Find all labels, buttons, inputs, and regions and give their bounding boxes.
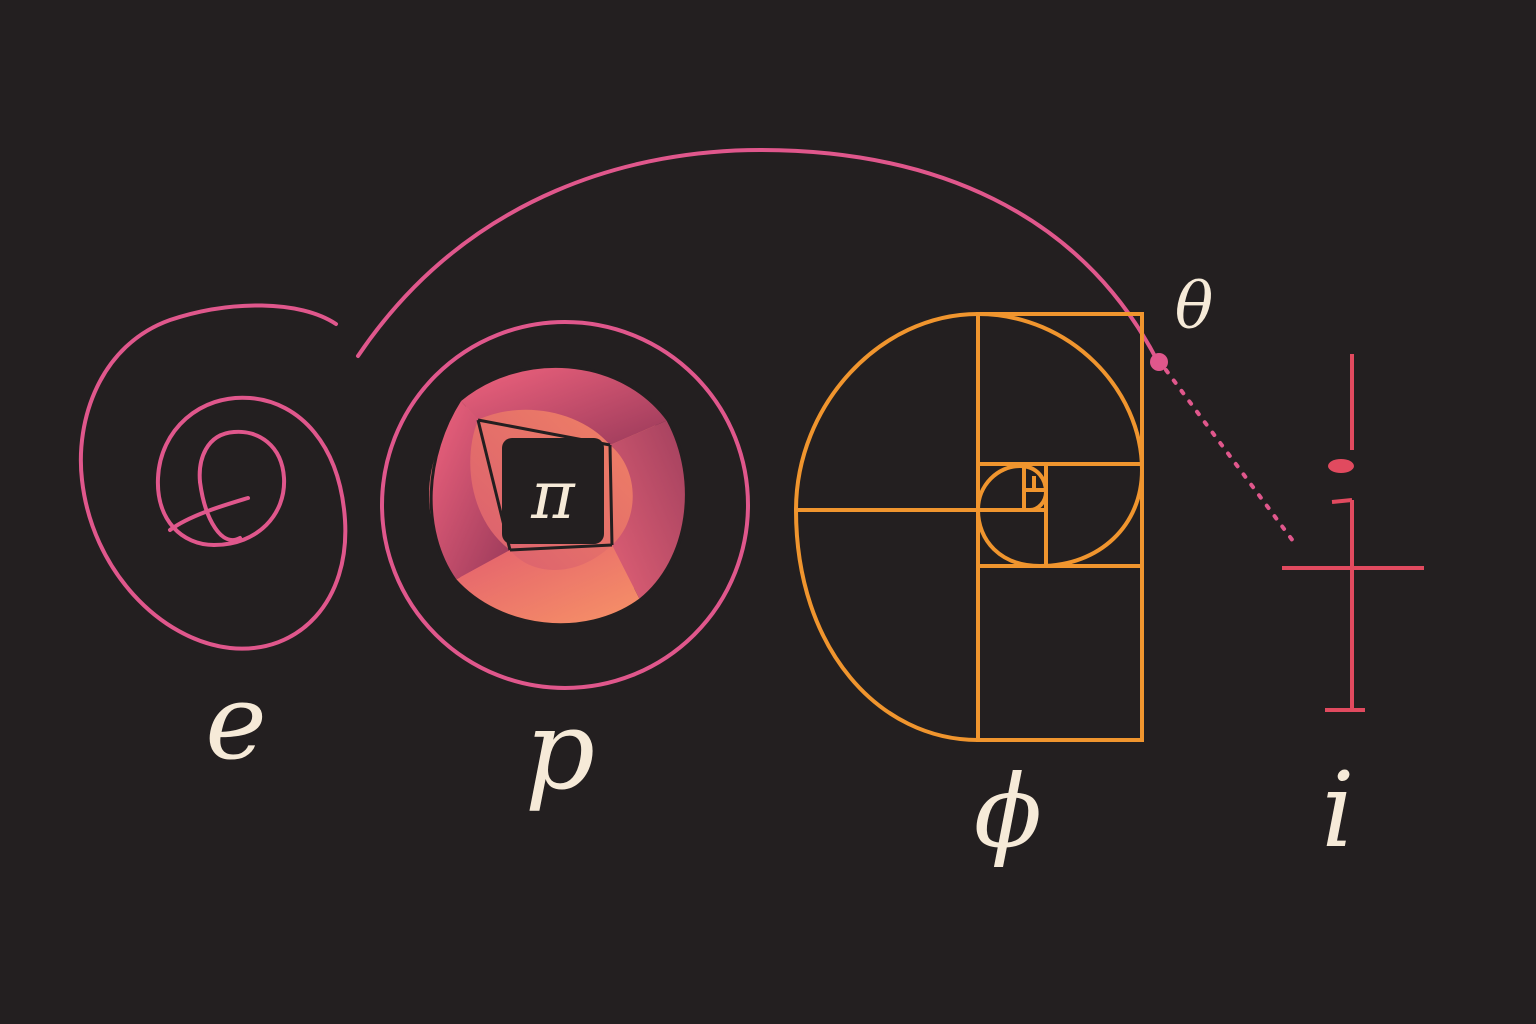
symbol-pi: π (530, 457, 576, 534)
i-cross-figure (1282, 354, 1424, 712)
symbol-phi: ϕ (974, 753, 1042, 870)
symbol-p: p (525, 686, 595, 814)
pi-swirl-logo (429, 364, 688, 627)
symbol-theta: θ (1175, 270, 1214, 344)
golden-spiral (793, 311, 1145, 742)
pi-outer-ring (380, 320, 750, 690)
top-arc (356, 147, 1160, 364)
dotted-line (1164, 368, 1298, 547)
e-spiral (78, 303, 348, 651)
i-dot (1328, 459, 1354, 473)
symbol-e: e (205, 661, 267, 783)
theta-point (1150, 353, 1168, 371)
symbol-i: i (1321, 749, 1354, 871)
